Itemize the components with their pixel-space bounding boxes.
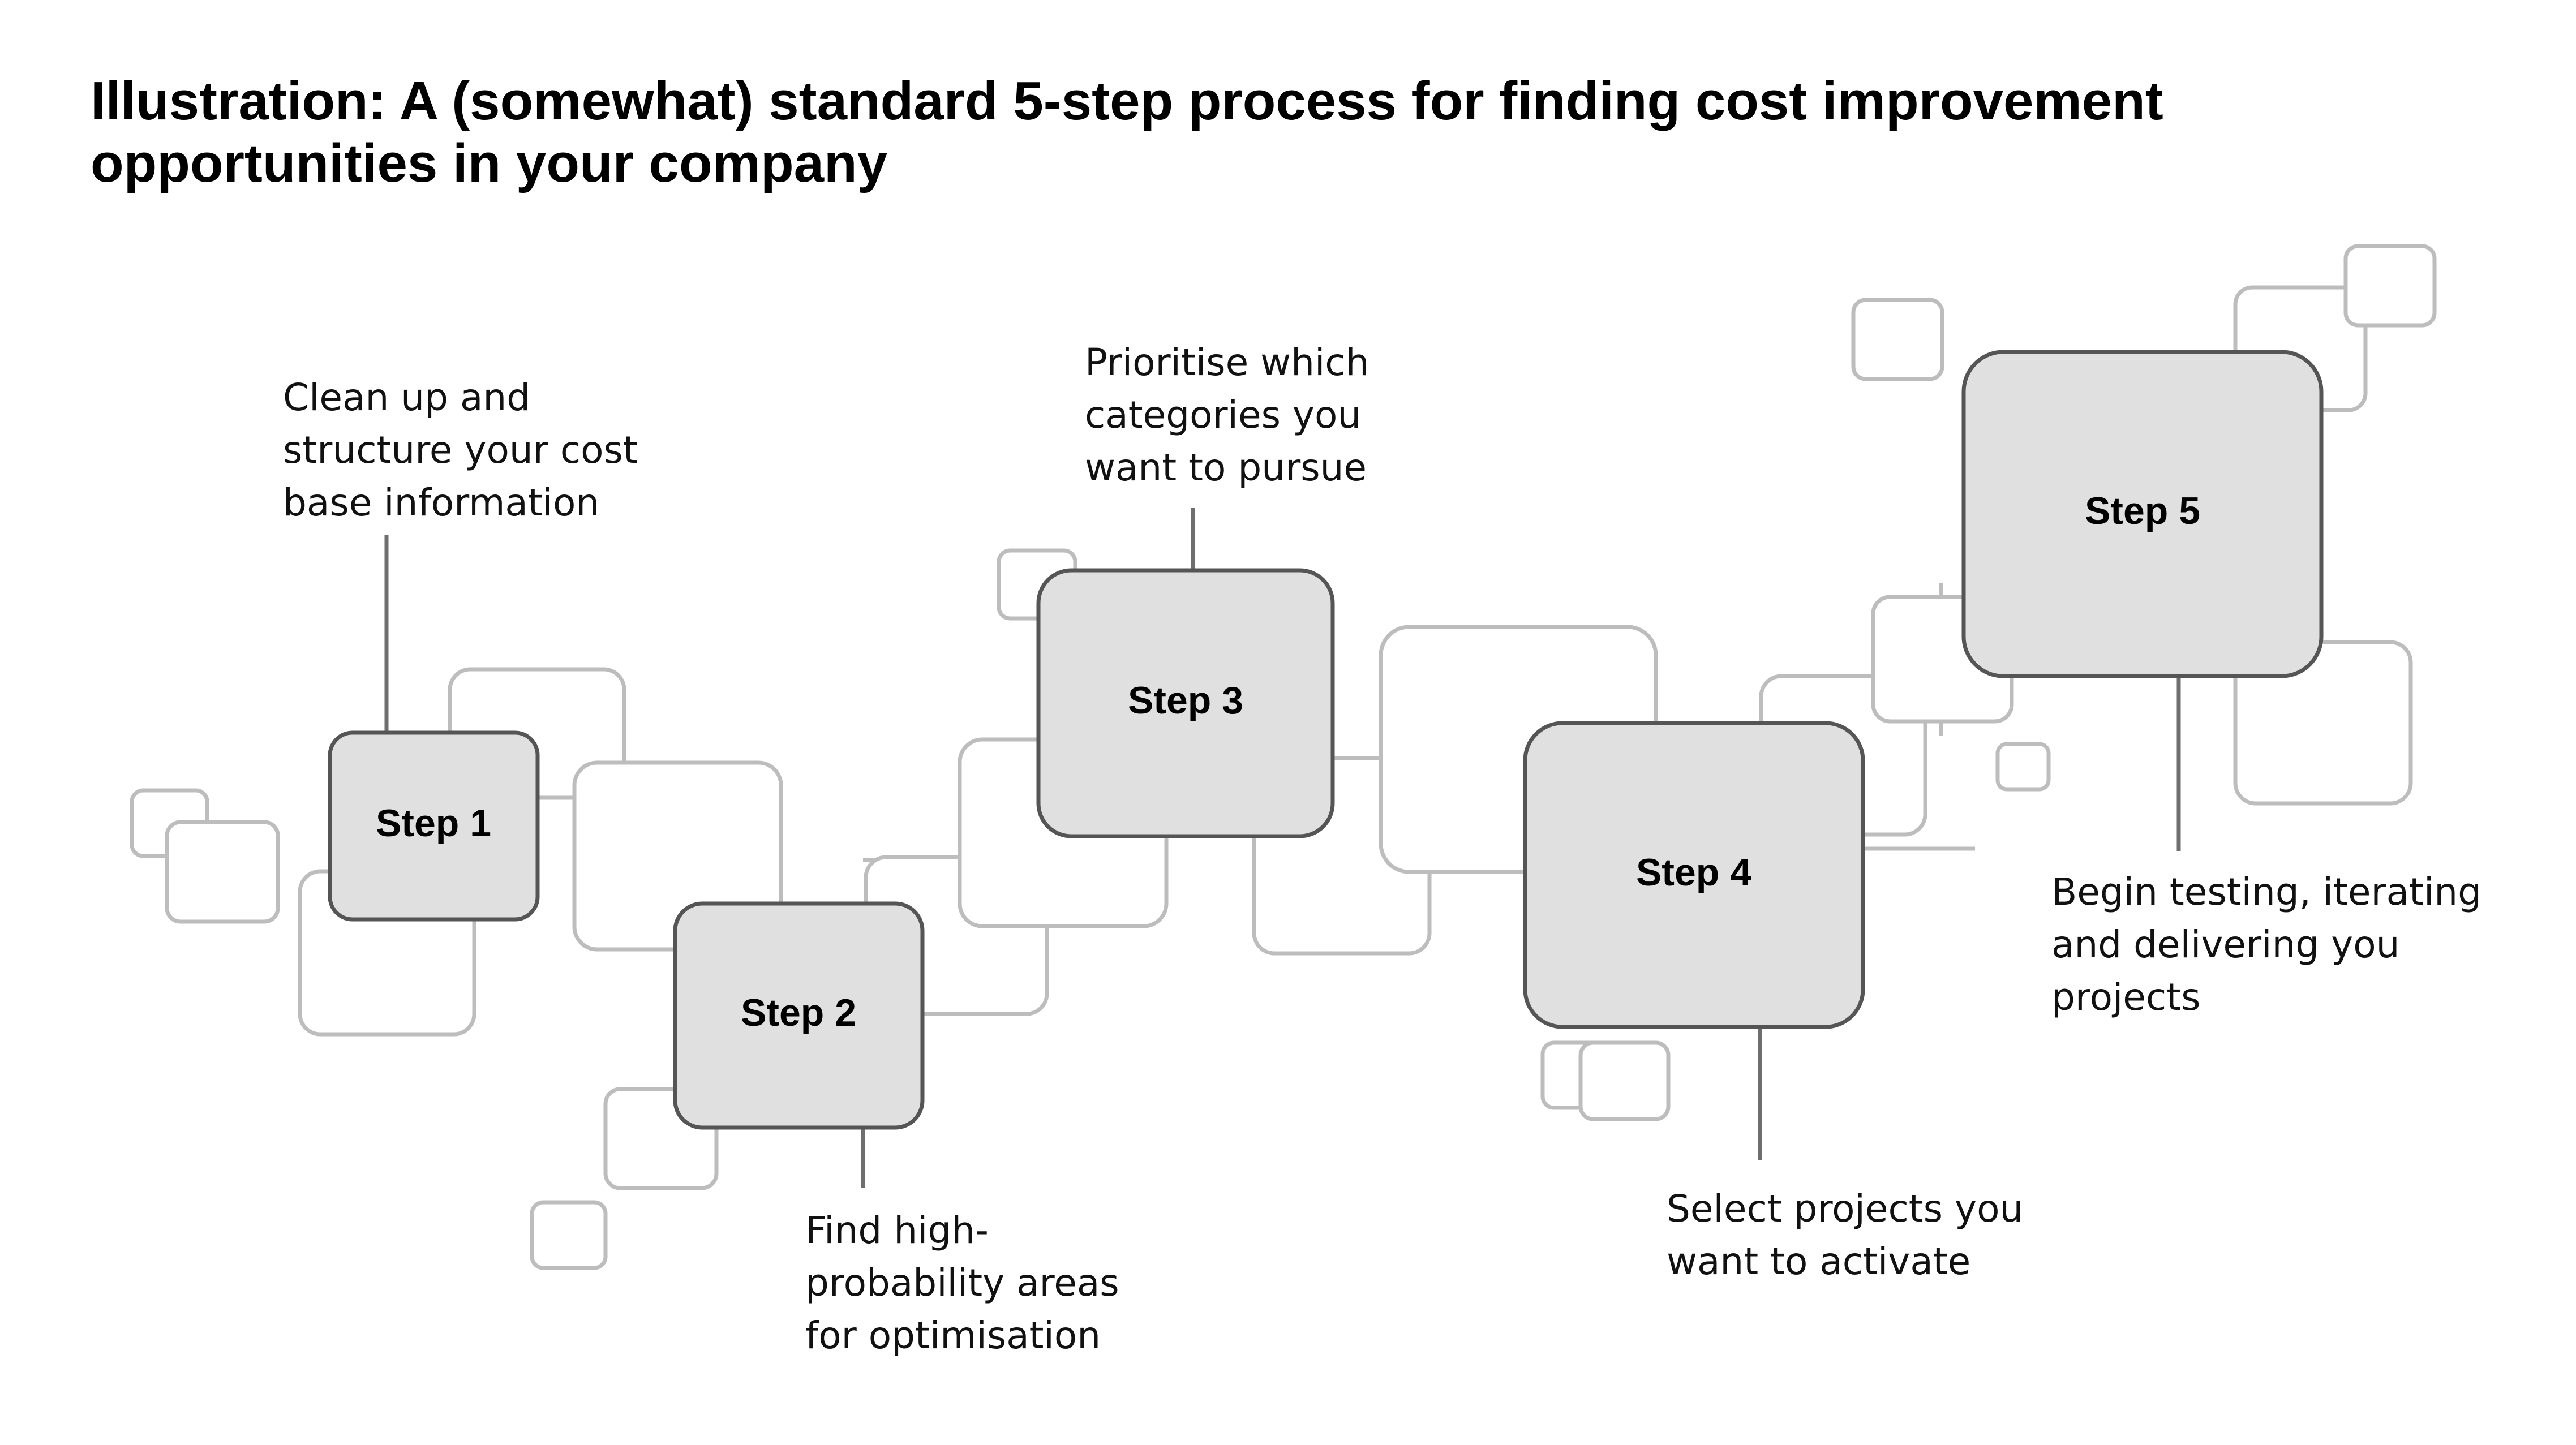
step-2-description-line: for optimisation bbox=[805, 1314, 1101, 1357]
step-2-description-line: Find high- bbox=[805, 1209, 989, 1252]
step-4-description-line: want to activate bbox=[1667, 1240, 1971, 1283]
step-3-description: Prioritise which categories you want to … bbox=[1085, 336, 1369, 494]
step-2: Step 2 bbox=[673, 901, 925, 1130]
step-4: Step 4 bbox=[1523, 721, 1865, 1029]
step-3: Step 3 bbox=[1036, 568, 1335, 838]
step-3-description-line: categories you bbox=[1085, 393, 1362, 437]
step-4-box bbox=[1523, 721, 1865, 1029]
step-3-description-line: Prioritise which bbox=[1085, 341, 1369, 384]
step-5-box bbox=[1961, 350, 2324, 678]
step-1-label: Step 1 bbox=[376, 802, 491, 845]
step-1-description-line: structure your cost bbox=[283, 428, 638, 472]
step-2-label: Step 2 bbox=[741, 991, 856, 1034]
step-3-box bbox=[1036, 568, 1335, 838]
step-3-description-line: want to pursue bbox=[1085, 446, 1367, 489]
step-5-description-line: projects bbox=[2051, 975, 2201, 1019]
step-2-description: Find high- probability areas for optimis… bbox=[805, 1204, 1119, 1362]
step-5: Step 5 bbox=[1961, 350, 2324, 678]
step-2-description-line: probability areas bbox=[805, 1261, 1119, 1305]
leader-lines bbox=[384, 508, 2181, 1188]
step-2-box bbox=[673, 901, 925, 1130]
step-1: Step 1 bbox=[328, 730, 540, 922]
step-3-label: Step 3 bbox=[1128, 679, 1243, 722]
step-1-description-line: Clean up and bbox=[283, 376, 531, 419]
step-1-description-line: base information bbox=[283, 481, 600, 524]
step-5-description-line: and delivering you bbox=[2051, 923, 2400, 966]
step-5-label: Step 5 bbox=[2085, 489, 2200, 532]
step-4-description: Select projects you want to activate bbox=[1667, 1182, 2023, 1288]
page-title: Illustration: A (somewhat) standard 5-st… bbox=[91, 70, 2467, 195]
step-1-box bbox=[328, 730, 540, 922]
title-line-1: Illustration: A (somewhat) standard 5-st… bbox=[91, 71, 2163, 131]
step-5-description-line: Begin testing, iterating bbox=[2051, 870, 2482, 914]
title-line-2: opportunities in your company bbox=[91, 133, 888, 193]
step-1-description: Clean up and structure your cost base in… bbox=[283, 371, 638, 529]
step-5-description: Begin testing, iterating and delivering … bbox=[2051, 866, 2481, 1023]
step-4-description-line: Select projects you bbox=[1667, 1187, 2024, 1231]
step-4-label: Step 4 bbox=[1636, 851, 1751, 894]
